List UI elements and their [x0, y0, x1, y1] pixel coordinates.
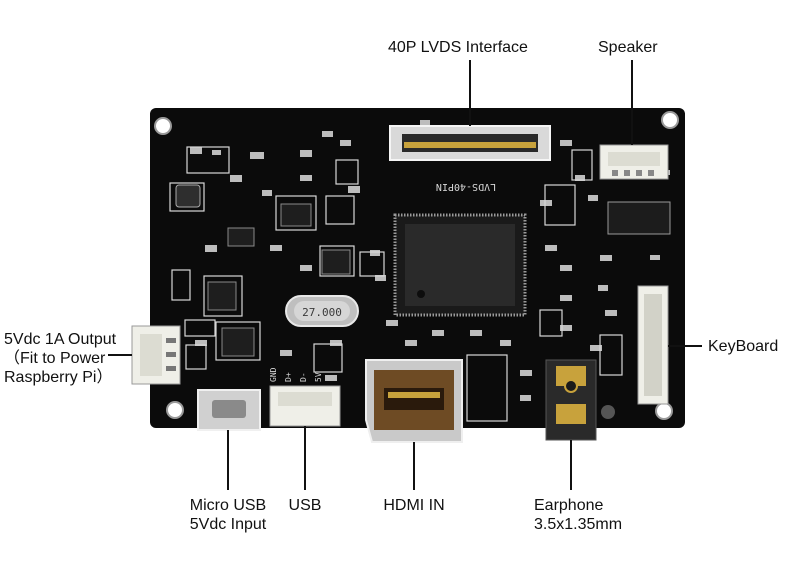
label-power-output-line2: （Fit to Power	[4, 350, 106, 367]
micro-usb-connector	[197, 389, 261, 431]
mounting-holes	[154, 111, 679, 420]
main-chip	[393, 213, 527, 317]
ic-outlines	[169, 146, 623, 422]
usb-pin-dminus: D-	[299, 372, 308, 382]
label-power-output: 5Vdc 1A Output （Fit to Power Raspberry P…	[4, 330, 116, 387]
crystal-label: 27.000	[302, 306, 342, 319]
earphone-jack	[545, 359, 615, 441]
label-keyboard: KeyBoard	[708, 338, 779, 355]
smd-components	[190, 120, 670, 401]
hdmi-connector	[365, 359, 463, 443]
usb-pin-labels: GND D+ D- 5V	[269, 367, 323, 382]
label-hdmi-in: HDMI IN	[383, 497, 445, 514]
label-power-output-line1: 5Vdc 1A Output	[4, 331, 117, 348]
label-earphone-line2: 3.5x1.35mm	[534, 516, 623, 533]
speaker-connector	[599, 144, 669, 180]
keyboard-connector	[637, 285, 669, 405]
label-earphone: Earphone 3.5x1.35mm	[534, 496, 622, 534]
usb-header-connector	[269, 385, 341, 427]
power-output-connector	[131, 325, 181, 385]
usb-pin-gnd: GND	[269, 367, 278, 382]
label-micro-usb-line2: 5Vdc Input	[189, 516, 267, 533]
usb-pin-5v: 5V	[314, 372, 323, 382]
lvds-connector	[389, 125, 551, 161]
label-micro-usb: Micro USB 5Vdc Input	[168, 496, 288, 534]
label-earphone-line1: Earphone	[534, 497, 604, 514]
label-lvds-interface: 40P LVDS Interface	[388, 39, 528, 56]
usb-pin-dplus: D+	[284, 372, 293, 382]
crystal-oscillator	[285, 295, 359, 327]
small-ics	[175, 184, 671, 357]
label-speaker: Speaker	[598, 39, 658, 56]
label-micro-usb-line1: Micro USB	[189, 497, 267, 514]
label-usb: USB	[288, 497, 322, 514]
lvds-silk: LVDS-40PIN	[436, 181, 496, 192]
leader-lines	[108, 60, 702, 490]
label-power-output-line3: Raspberry Pi）	[4, 369, 113, 386]
